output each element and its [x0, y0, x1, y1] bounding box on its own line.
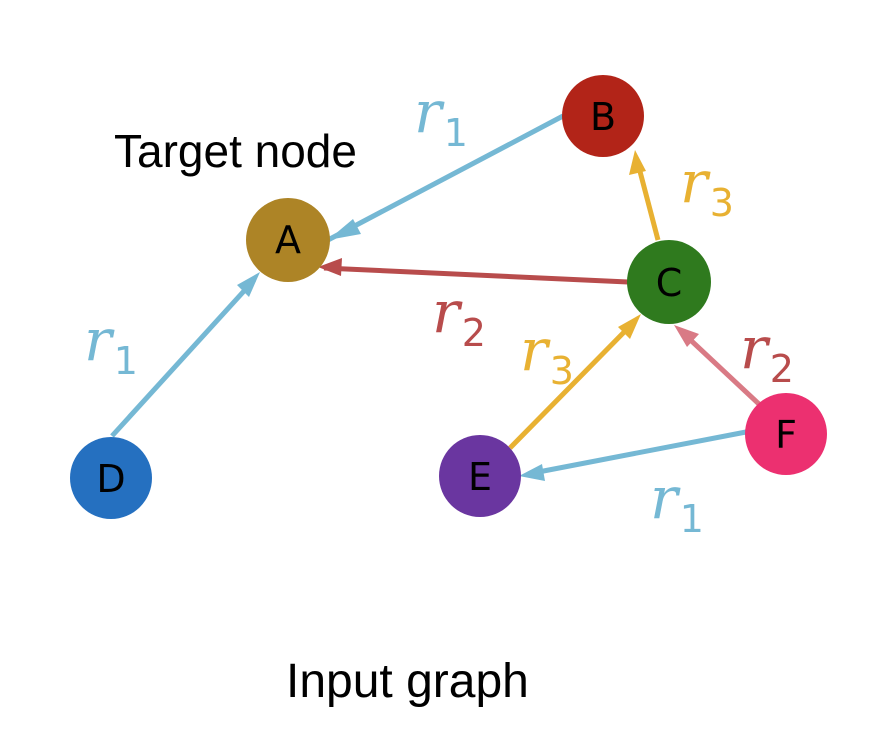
edge-f-to-e	[527, 429, 747, 477]
graph-caption: Input graph	[286, 655, 529, 708]
node-e: E	[439, 435, 521, 517]
edge-label-f-c: r2	[740, 314, 794, 391]
edge-f-to-e-head	[519, 464, 545, 481]
node-a: A	[246, 198, 330, 282]
node-f-circle	[745, 393, 827, 475]
edge-label-c-b: r3	[680, 148, 734, 225]
edge-c-to-b	[634, 159, 661, 241]
edge-f-to-c	[681, 331, 762, 407]
edge-c-to-a	[323, 265, 629, 285]
node-f: F	[745, 393, 827, 475]
edge-e-to-c	[508, 320, 636, 450]
node-c: C	[627, 240, 711, 324]
node-b-circle	[562, 75, 644, 157]
edge-b-to-a	[326, 113, 565, 243]
node-f-label: F	[775, 413, 797, 457]
edge-label-c-a: r2	[432, 278, 486, 355]
node-e-label: E	[468, 455, 492, 499]
node-e-circle	[439, 435, 521, 517]
node-d-circle	[70, 437, 152, 519]
edges	[110, 113, 762, 481]
node-c-label: C	[656, 261, 683, 305]
edge-label-d-a: r1	[84, 306, 138, 383]
node-c-circle	[627, 240, 711, 324]
node-b: B	[562, 75, 644, 157]
edge-c-to-a-head	[318, 258, 342, 276]
node-d-label: D	[96, 457, 125, 501]
node-a-label: A	[275, 218, 301, 262]
edge-d-to-a	[110, 278, 256, 438]
edge-label-f-e: r1	[650, 464, 704, 541]
edge-label-e-c: r3	[520, 316, 574, 393]
edge-f-to-c-head	[674, 325, 699, 347]
edge-label-b-a: r1	[414, 78, 468, 155]
edge-b-to-a-head	[328, 219, 361, 240]
edge-d-to-a-head	[237, 272, 260, 297]
node-d: D	[70, 437, 152, 519]
node-b-label: B	[590, 95, 616, 139]
edge-e-to-c-head	[618, 314, 641, 339]
edge-c-to-b-head	[629, 150, 646, 175]
target-node-label: Target node	[114, 125, 357, 177]
node-a-circle	[246, 198, 330, 282]
